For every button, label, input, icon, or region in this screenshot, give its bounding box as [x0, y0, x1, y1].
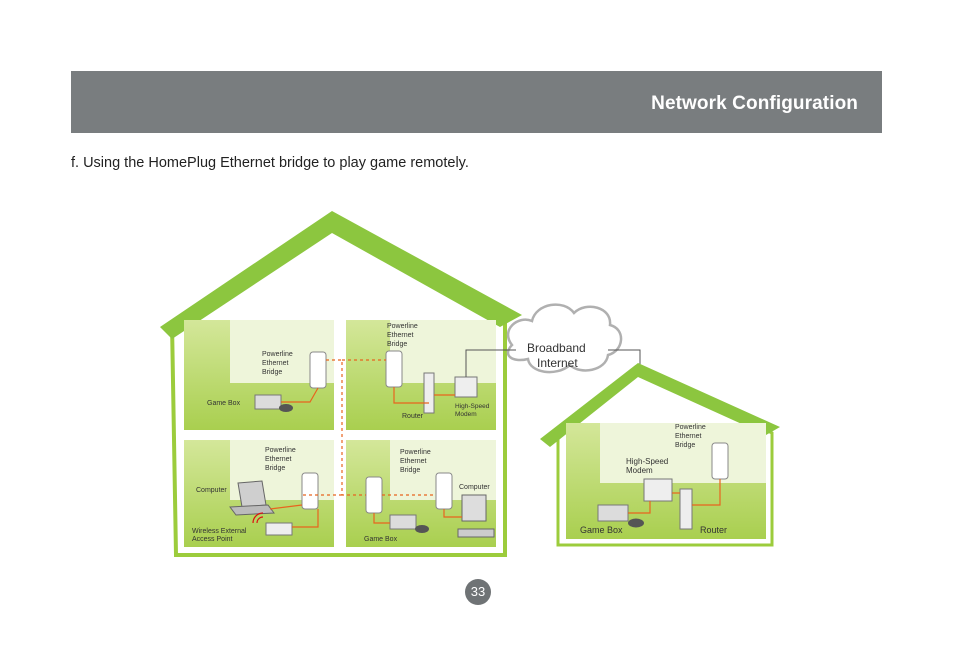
powerline-bridge-icon	[301, 472, 319, 510]
cable-line	[393, 387, 429, 404]
cloud-icon	[506, 303, 623, 374]
cable-line	[269, 504, 303, 510]
powerline-link	[302, 359, 436, 496]
label-bridge-tr-3: Bridge	[387, 341, 407, 348]
cable-line	[292, 509, 319, 528]
page-number: 33	[465, 579, 491, 605]
label-bridge-r-3: Bridge	[675, 442, 695, 449]
internet-cloud: Broadband Internet	[465, 303, 641, 480]
label-bridge-tr-1: Powerline	[387, 323, 418, 330]
gamepad-icon	[628, 518, 644, 528]
network-diagram: Powerline Ethernet Bridge Game Box Power…	[150, 205, 790, 565]
label-bridge-tl-1: Powerline	[262, 351, 293, 358]
keyboard-icon	[457, 528, 495, 538]
modem-icon	[643, 478, 673, 502]
cable-line	[443, 509, 462, 518]
laptop-icon	[237, 480, 267, 508]
label-bridge-r-2: Ethernet	[675, 433, 702, 440]
label-modem-r-1: High-Speed	[626, 457, 668, 466]
cloud-label-1: Broadband	[527, 341, 586, 355]
powerline-bridge-icon	[435, 472, 453, 510]
left-roof	[160, 211, 522, 339]
cable-line	[373, 513, 390, 524]
cable-line	[628, 501, 651, 514]
router-icon	[679, 488, 693, 530]
game-console-icon	[389, 514, 417, 530]
label-bridge-br-1: Powerline	[400, 449, 431, 456]
game-console-icon	[254, 394, 282, 410]
label-modem-tr-1: High-Speed	[455, 403, 490, 410]
label-computer-br: Computer	[459, 484, 490, 491]
label-gamebox-r: Game Box	[580, 525, 623, 535]
powerline-bridge-icon	[309, 351, 327, 389]
network-diagram-svg: Powerline Ethernet Bridge Game Box Power…	[160, 211, 780, 557]
section-title: Network Configuration	[651, 93, 858, 114]
right-house: Powerline Ethernet Bridge High-Speed Mod…	[540, 363, 780, 547]
label-bridge-tr-2: Ethernet	[387, 332, 414, 339]
label-bridge-bl-3: Bridge	[265, 465, 285, 472]
modem-icon	[454, 376, 478, 398]
label-bridge-br-3: Bridge	[400, 467, 420, 474]
label-bridge-tl-3: Bridge	[262, 369, 282, 376]
label-bridge-br-2: Ethernet	[400, 458, 427, 465]
wifi-signal-icon	[252, 512, 264, 524]
label-bridge-bl-2: Ethernet	[265, 456, 292, 463]
cable-line	[692, 479, 721, 506]
label-bridge-r-1: Powerline	[675, 424, 706, 431]
left-house: Powerline Ethernet Bridge Game Box Power…	[160, 211, 522, 557]
access-point-icon	[265, 522, 293, 536]
label-ap-1: Wireless External	[192, 528, 247, 535]
powerline-bridge-icon	[711, 442, 729, 480]
label-modem-tr-2: Modem	[455, 411, 477, 418]
label-router-tr: Router	[402, 413, 424, 420]
label-gamebox-tl: Game Box	[207, 400, 241, 407]
label-computer-bl: Computer	[196, 487, 227, 494]
powerline-bridge-icon	[385, 350, 403, 388]
label-gamebox-br: Game Box	[364, 536, 398, 543]
gamepad-icon	[279, 404, 293, 412]
computer-monitor-icon	[461, 494, 487, 522]
label-ap-2: Access Point	[192, 536, 233, 543]
cable-line	[281, 387, 319, 403]
router-icon	[423, 372, 435, 414]
label-modem-r-2: Modem	[626, 466, 653, 475]
right-roof	[540, 363, 780, 447]
gamepad-icon	[415, 525, 429, 533]
caption-text: f. Using the HomePlug Ethernet bridge to…	[71, 155, 469, 171]
cloud-label-2: Internet	[537, 356, 578, 370]
label-bridge-bl-1: Powerline	[265, 447, 296, 454]
powerline-bridge-icon	[365, 476, 383, 514]
game-console-icon	[597, 504, 629, 522]
section-header: Network Configuration	[71, 71, 882, 133]
label-router-r: Router	[700, 525, 727, 535]
internet-link	[465, 349, 516, 377]
label-bridge-tl-2: Ethernet	[262, 360, 289, 367]
